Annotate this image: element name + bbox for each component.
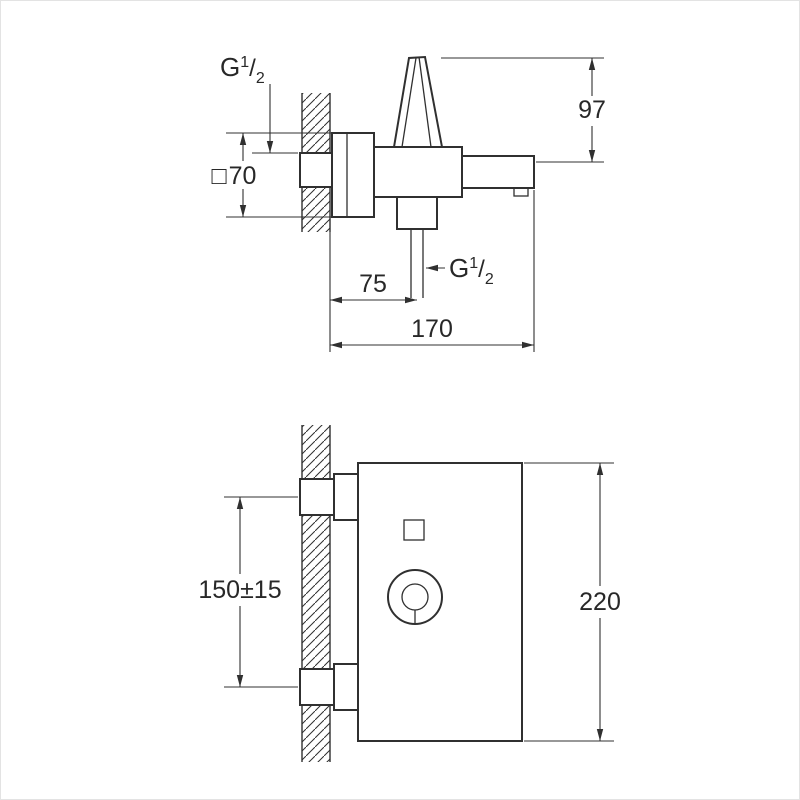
lever-knob-front [387,569,443,625]
dim-label-g-half-inlet: G1/2 [220,52,265,87]
dim-g-half-outlet: G1/2 [426,253,494,288]
wall-union-bottom [299,668,335,706]
dim-label-total-height: 220 [579,588,621,616]
lever-handle [392,55,444,148]
dim-height-97: 97 [441,57,606,163]
mixer-front-outline [299,462,523,742]
diverter-button [403,519,425,541]
escutcheon-side [331,132,375,218]
aerator [513,187,529,197]
dim-escutcheon-70: □70 [212,132,332,218]
front-view: 150±15 220 [198,425,621,762]
dim-g-half-inlet: G1/2 [220,52,298,154]
bottom-outlet [396,196,438,230]
dim-depth-170: 170 [329,190,535,352]
dim-label-center-distance: 150±15 [198,576,281,604]
mixer-side-outline [299,55,535,298]
dim-label-escutcheon-70: □70 [212,162,257,190]
side-view: G1/2 □70 97 G1/2 [212,52,606,352]
dim-label-offset-75: 75 [359,270,387,298]
dim-total-height-220: 220 [524,462,621,742]
dim-center-distance-150: 150±15 [198,496,298,688]
dim-label-g-half-outlet: G1/2 [449,253,494,288]
inlet-flange-top [333,473,359,521]
dim-offset-75: 75 [330,270,417,304]
outlet-pipe-lines [410,229,424,298]
mixer-body-side [373,146,463,198]
inlet-flange-bottom [333,663,359,711]
wall-section-front [301,425,331,762]
dim-label-depth-170: 170 [411,315,453,343]
dim-label-height-97: 97 [578,96,606,124]
wall-union-side [299,152,333,188]
spout [461,155,535,189]
wall-union-top [299,478,335,516]
